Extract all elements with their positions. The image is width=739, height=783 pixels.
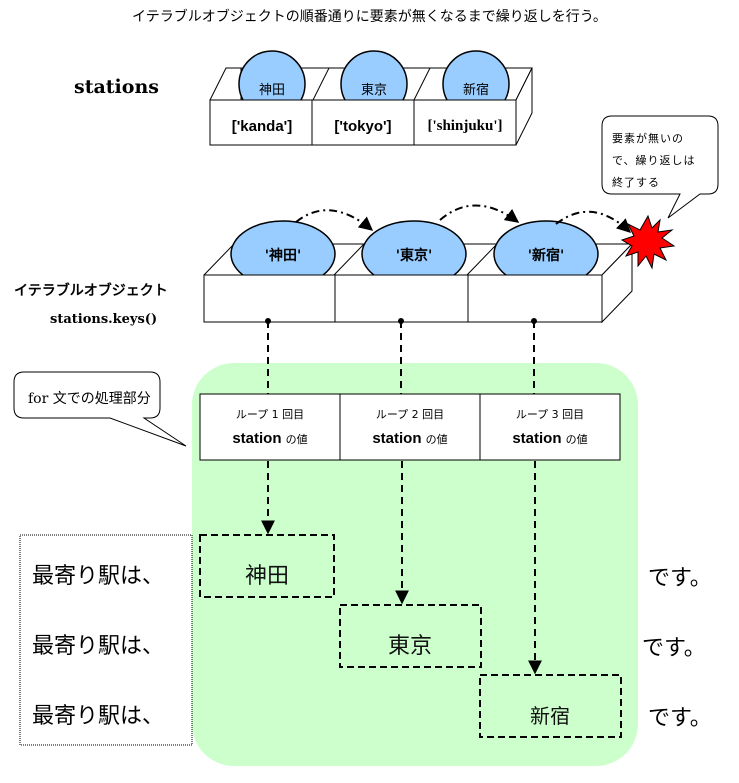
loop-cell-1: ループ 1 回目 station の値 (200, 394, 340, 460)
stations-dict-box (209, 50, 533, 146)
station-key-shinjuku: ['shinjuku'] (427, 118, 503, 134)
result-box-3 (479, 674, 622, 738)
result-box-2 (339, 604, 482, 668)
stations-label: stations (74, 76, 159, 98)
loop-var: station (232, 430, 282, 447)
next-arrow-1 (295, 209, 374, 231)
end-burst-icon (620, 214, 676, 270)
loop-iteration-label: ループ 3 回目 (515, 408, 585, 421)
loop-var-suffix: の値 (285, 433, 308, 446)
output-result-1: 神田 (244, 564, 289, 589)
iter-item-tokyo: '東京' (395, 248, 433, 264)
output-result-3: 新宿 (530, 704, 570, 728)
station-value-tokyo: 東京 (360, 83, 387, 98)
station-value-shinjuku: 新宿 (462, 83, 489, 98)
loop-iteration-label: ループ 1 回目 (235, 408, 305, 421)
output-prefix-2: 最寄り駅は、 (32, 634, 165, 659)
iterable-box (203, 220, 634, 324)
iterable-expression: stations.keys() (50, 312, 158, 327)
output-suffix-2: です。 (642, 636, 706, 661)
station-key-kanda: ['kanda'] (231, 118, 293, 135)
end-callout-text: 要素が無いの で、繰り返しは 終了する (612, 128, 716, 194)
next-arrow-2 (439, 204, 520, 223)
iter-item-kanda: '神田' (264, 248, 302, 264)
for-loop-area (192, 363, 638, 766)
next-arrow-3 (555, 210, 632, 233)
loop-var: station (512, 430, 562, 447)
for-callout-text: for 文での処理部分 (28, 391, 151, 407)
loop-table (199, 393, 621, 461)
iterable-label: イテラブルオブジェクト (14, 283, 168, 299)
end-callout-line: 要素が無いの (612, 132, 684, 145)
output-prefix-1: 最寄り駅は、 (32, 564, 165, 589)
iter-connectors (265, 318, 537, 394)
loop-iteration-label: ループ 2 回目 (375, 408, 445, 421)
output-suffix-3: です。 (648, 706, 712, 731)
for-callout-bubble (13, 371, 187, 447)
loop-var: station (372, 430, 422, 447)
diagram-title: イテラブルオブジェクトの順番通りに要素が無くなるまで繰り返しを行う。 (132, 9, 607, 25)
loop-var-suffix: の値 (425, 433, 448, 446)
loop-var-suffix: の値 (565, 433, 588, 446)
prefix-box (19, 534, 193, 746)
station-value-kanda: 神田 (258, 83, 285, 98)
loop-cell-2: ループ 2 回目 station の値 (340, 394, 480, 460)
end-callout-line: で、繰り返しは (612, 154, 696, 167)
output-prefix-3: 最寄り駅は、 (32, 704, 165, 729)
station-key-tokyo: ['tokyo'] (334, 118, 392, 135)
output-suffix-1: です。 (648, 566, 712, 591)
loop-cell-3: ループ 3 回目 station の値 (480, 394, 620, 460)
end-callout-bubble (601, 115, 719, 219)
result-box-1 (199, 534, 335, 598)
iter-item-shinjuku: '新宿' (527, 248, 565, 264)
end-callout-line: 終了する (612, 176, 660, 189)
output-result-2: 東京 (387, 634, 432, 659)
